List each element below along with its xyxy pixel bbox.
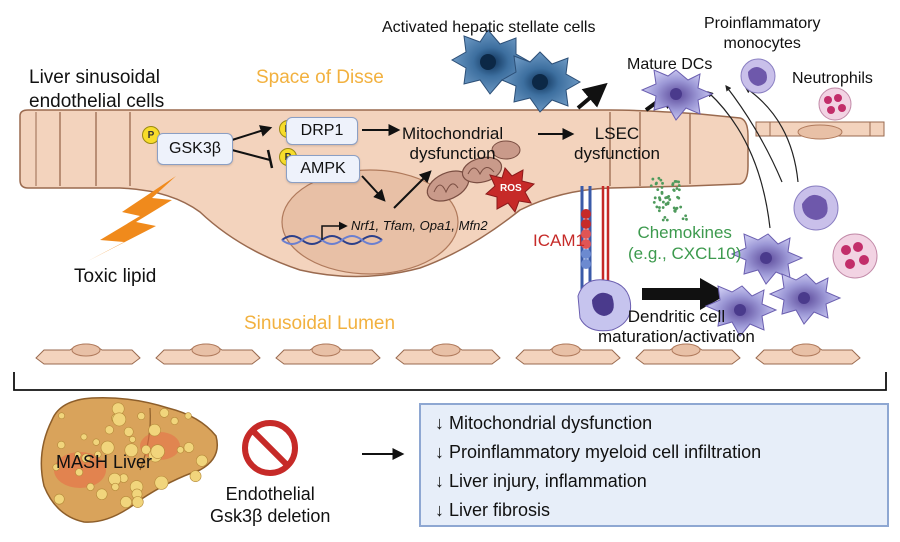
ros-label: ROS [500,183,522,194]
mature-dc-top [640,69,714,121]
deletion-line1: Endothelial [225,484,315,504]
lumen-cell [755,343,861,365]
monocyte-top [740,58,776,94]
activated-hsc-label: Activated hepatic stellate cells [382,19,596,36]
neutrophils-label: Neutrophils [792,70,873,87]
nucleus [281,169,459,275]
gsk3b-deletion-label: Endothelial Gsk3β deletion [210,483,330,527]
lumen-cell [275,343,381,365]
lumen-cell [35,343,141,365]
mash-liver-icon [40,396,218,523]
chemokines-label: Chemokines (e.g., CXCL10) [628,222,741,264]
transcription-arrow [321,221,348,240]
drp1-box: DRP1 [286,117,358,145]
toxic-lipid-label: Toxic lipid [74,266,157,287]
ros-burst-icon [484,166,536,214]
outcome-item-2: ↓ Proinflammatory myeloid cell infiltrat… [435,442,762,462]
mature-dc-cluster [704,233,842,337]
lsec-dys-line2: dysfunction [574,144,660,163]
neutrophil-top [818,87,852,121]
outcome-item-1: ↓ Mitochondrial dysfunction [435,413,653,433]
sinusoidal-lumen-label: Sinusoidal Lumen [244,313,396,334]
deletion-line2: Gsk3β deletion [210,506,331,526]
outcome-box: ↓ Mitochondrial dysfunction ↓ Proinflamm… [419,403,889,527]
proinflammatory-line2: monocytes [723,35,801,52]
ampk-box: AMPK [286,155,360,183]
lsec-dysfunction-label: LSEC dysfunction [574,124,660,164]
pathway-arrows [231,82,680,209]
phospho-badge-gsk3b: P [142,126,160,144]
dc-line1: Dendritic cell [627,307,726,326]
immature-dc [577,279,632,332]
neutrophil-right [832,233,878,279]
mito-line2: dysfunction [409,144,496,163]
mito-dysfunction-label: Mitochondrial dysfunction [402,124,503,164]
mature-dcs-label: Mature DCs [627,56,713,73]
proinflammatory-line1: Proinflammatory [704,15,821,32]
recruitment-arrows [707,85,799,229]
lsec-title-line2: endothelial cells [29,91,165,112]
mash-liver-label: MASH Liver [56,452,153,472]
icam1-label: ICAM1 [533,231,585,250]
lumen-cell [515,343,621,365]
icam1-receptor-icon [580,186,610,290]
endothelial-cell-right [755,121,885,140]
chemokine-dots [649,176,688,222]
dna-helix-icon [281,235,383,245]
prohibition-sign-icon [242,420,298,476]
outcome-item-3: ↓ Liver injury, inflammation [435,471,647,491]
hepatic-stellate-cell-2 [500,51,582,113]
genes-label: Nrf1, Tfam, Opa1, Mfn2 [351,218,488,233]
mito-line1: Mitochondrial [402,124,504,143]
maturation-arrow [642,278,728,310]
lsec-dys-line1: LSEC [594,124,640,143]
proinflammatory-monocytes-label: Proinflammatory monocytes [704,14,820,54]
dc-maturation-label: Dendritic cell maturation/activation [598,307,755,347]
lumen-cell-row [35,343,861,365]
toxic-lipid-lightning-icon [86,176,176,262]
lsec-title-line1: Liver sinusoidal [29,67,160,88]
gsk3b-box: GSK3β [157,133,233,165]
chemokines-line2: (e.g., CXCL10) [628,244,742,263]
lumen-cell [635,343,741,365]
lsec-title: Liver sinusoidal endothelial cells [29,66,164,114]
lumen-cell [395,343,501,365]
space-of-disse-label: Space of Disse [256,67,384,88]
outcome-item-4: ↓ Liver fibrosis [435,500,551,520]
monocyte-right [793,185,839,231]
dc-line2: maturation/activation [598,327,755,346]
bracket [13,372,887,391]
lumen-cell [155,343,261,365]
chemokines-line1: Chemokines [637,223,732,242]
